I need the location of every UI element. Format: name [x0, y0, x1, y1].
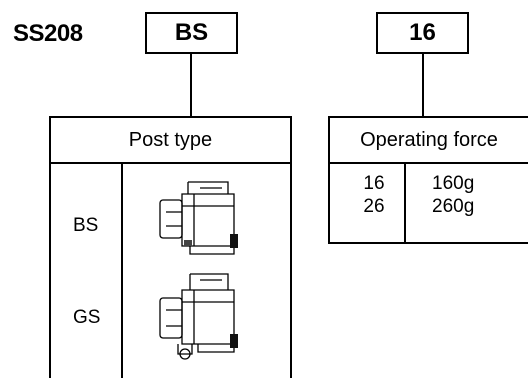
force-code-box: 16 — [376, 12, 469, 54]
switch-gs-icon — [159, 273, 238, 360]
post-row-bs-label: BS — [73, 215, 99, 236]
operating-force-header: Operating force — [330, 118, 528, 164]
operating-force-table: Operating force 16 160g 26 260g — [328, 116, 528, 244]
force-code: 16 — [409, 19, 436, 46]
post-code-box: BS — [145, 12, 238, 54]
force-row-1-code: 16 — [363, 173, 385, 194]
force-row-2-value: 260g — [432, 196, 475, 217]
post-row-gs-label: GS — [73, 307, 101, 328]
post-leader-line — [190, 54, 192, 116]
post-type-table: Post type BS GS — [49, 116, 292, 378]
force-row-2-code: 26 — [363, 196, 385, 217]
switch-bs-icon — [159, 181, 238, 255]
model-number: SS208 — [13, 20, 83, 47]
post-table-divider — [121, 162, 123, 378]
force-leader-line — [422, 54, 424, 116]
post-code: BS — [174, 19, 209, 46]
force-row-1-value: 160g — [432, 173, 475, 194]
post-type-header: Post type — [51, 118, 290, 164]
force-table-divider — [404, 162, 406, 242]
